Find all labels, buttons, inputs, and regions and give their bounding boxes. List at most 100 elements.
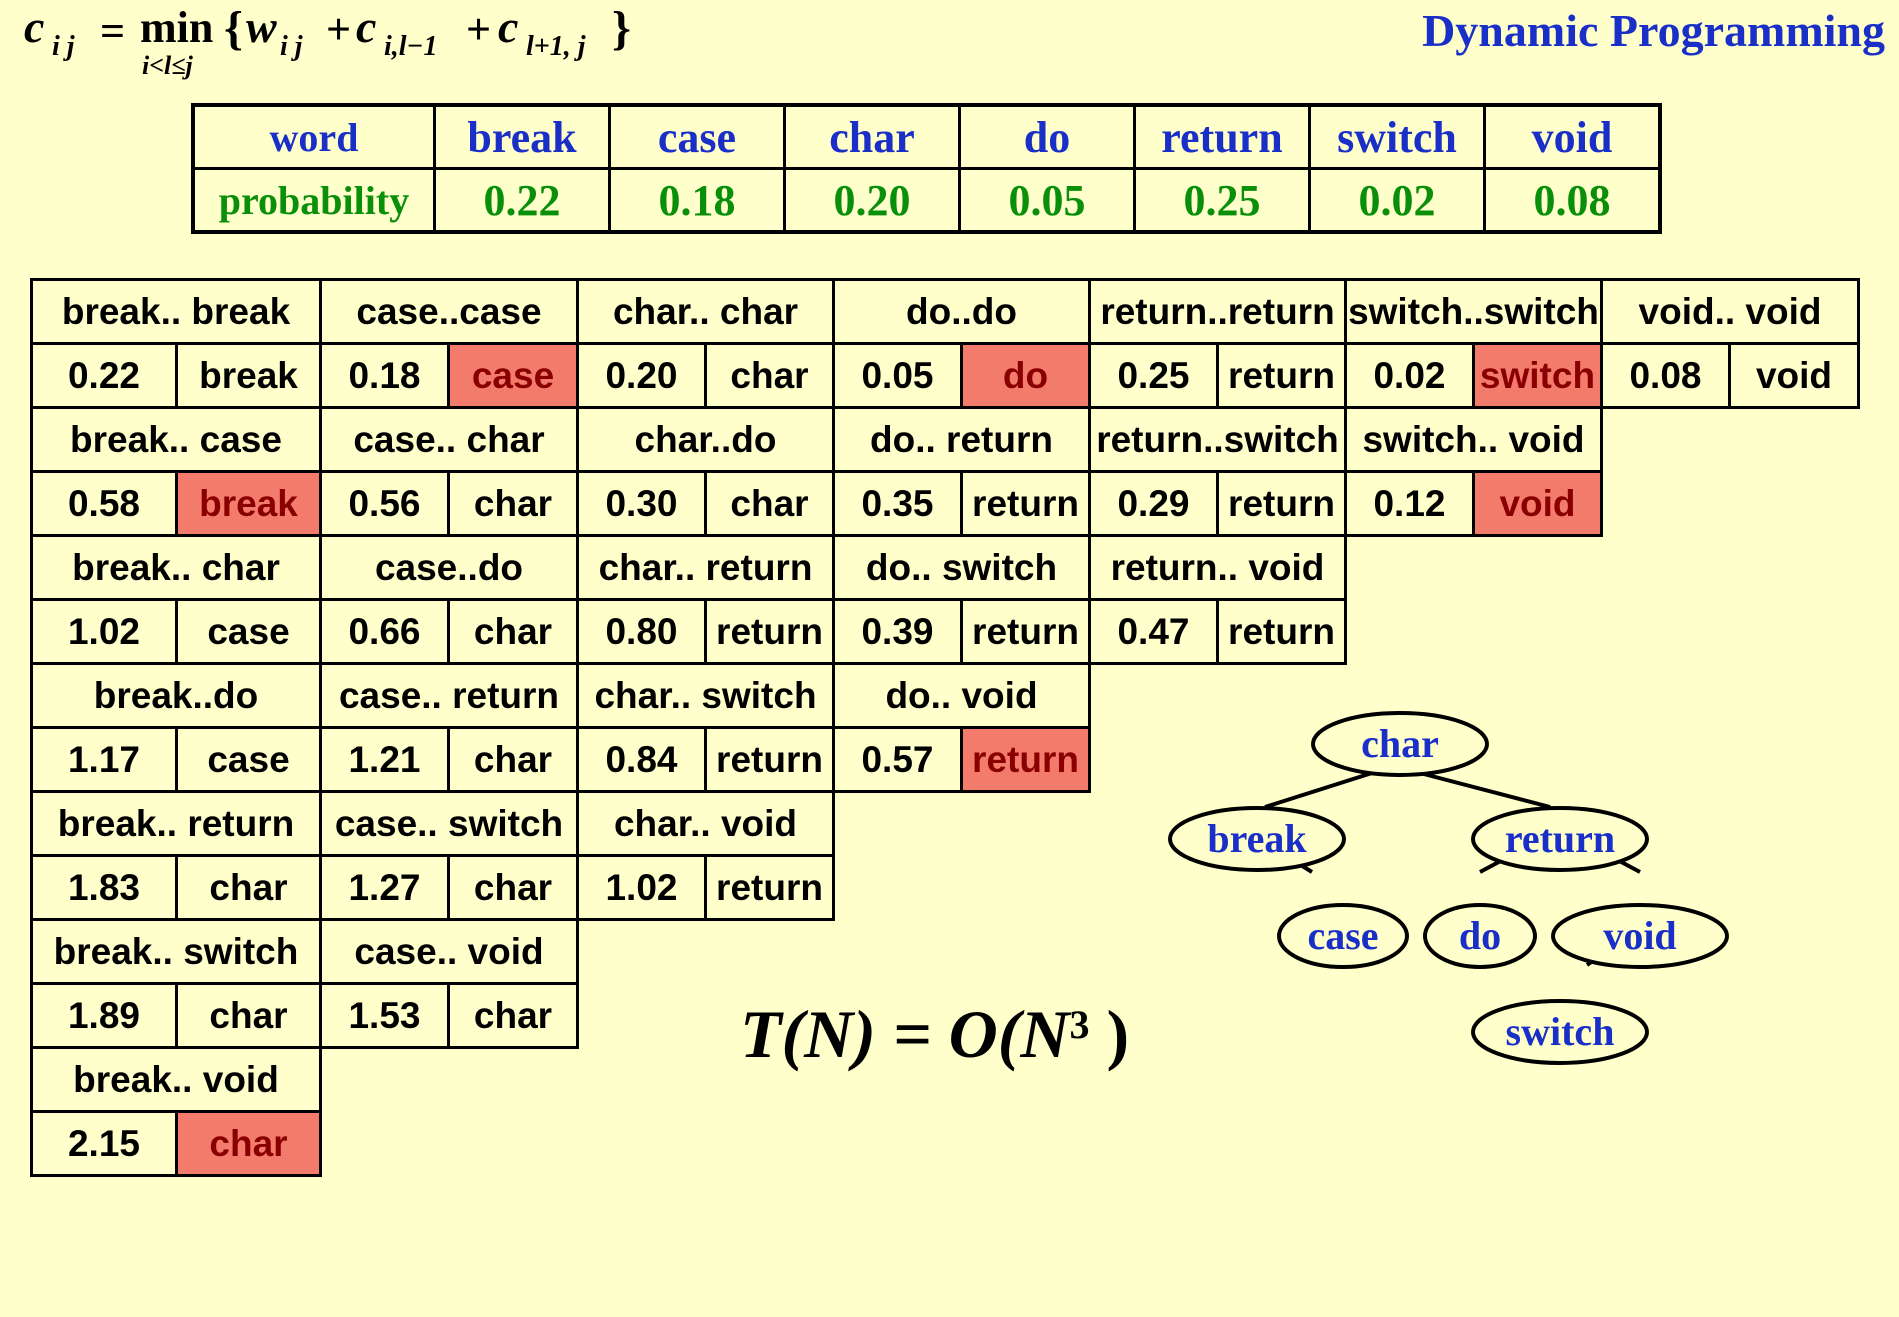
dp-root-cell: return <box>704 598 835 665</box>
dp-cost-cell: 2.15 <box>30 1110 178 1177</box>
tree-node-do <box>1423 903 1537 969</box>
dp-root-cell: char <box>447 470 579 537</box>
formula-c1-sub: i,l−1 <box>384 31 438 62</box>
dp-range-label: break..do <box>30 662 322 729</box>
dp-range-label: return.. void <box>1088 534 1347 601</box>
dp-cost-cell: 1.02 <box>576 854 707 921</box>
dp-cost-cell: 0.35 <box>832 470 963 537</box>
dp-cost-cell: 0.80 <box>576 598 707 665</box>
formula-min-sub: i<l≤j <box>142 51 194 80</box>
tree-node-switch <box>1471 999 1649 1065</box>
dp-range-label: char.. switch <box>576 662 835 729</box>
probability-cell: 0.05 <box>958 167 1136 234</box>
tree-node-case <box>1277 903 1409 969</box>
probability-cell: 0.02 <box>1308 167 1486 234</box>
dp-cost-cell: 0.29 <box>1088 470 1219 537</box>
dp-cost-cell: 0.12 <box>1344 470 1475 537</box>
complexity-exponent: 3 <box>1069 1002 1090 1047</box>
dp-cost-cell: 0.05 <box>832 342 963 409</box>
dp-cost-cell: 1.02 <box>30 598 178 665</box>
word-cell: char <box>783 103 961 170</box>
dp-range-label: do..do <box>832 278 1091 345</box>
formula-brace-open: { <box>224 2 243 55</box>
dp-root-cell: return <box>1216 342 1347 409</box>
dp-range-label: case.. char <box>319 406 579 473</box>
dp-range-label: char..do <box>576 406 835 473</box>
dp-root-cell: switch <box>1472 342 1603 409</box>
dp-root-cell: break <box>175 470 322 537</box>
dp-range-label: case.. switch <box>319 790 579 857</box>
probability-table: word break case char do return switch vo… <box>191 103 1662 234</box>
dp-range-label: break.. break <box>30 278 322 345</box>
dp-range-label: do.. switch <box>832 534 1091 601</box>
tree-node-return <box>1471 806 1649 872</box>
dp-cost-cell: 1.21 <box>319 726 450 793</box>
probability-cell: 0.18 <box>608 167 786 234</box>
dp-root-cell: void <box>1472 470 1603 537</box>
dp-range-label: case..do <box>319 534 579 601</box>
dp-cost-cell: 1.27 <box>319 854 450 921</box>
probability-cell: 0.22 <box>433 167 611 234</box>
dp-root-cell: char <box>175 854 322 921</box>
dp-root-cell: void <box>1728 342 1860 409</box>
dp-root-cell: char <box>175 1110 322 1177</box>
formula-plus-1: + <box>326 5 351 54</box>
tree-label-break: break <box>1207 816 1307 861</box>
dp-root-cell: char <box>175 982 322 1049</box>
tree-edge <box>1264 771 1373 809</box>
dp-range-label: do.. void <box>832 662 1091 729</box>
page-title: Dynamic Programming <box>1422 5 1885 56</box>
dp-cost-cell: 0.18 <box>319 342 450 409</box>
dp-range-label: switch..switch <box>1344 278 1603 345</box>
tree-edge <box>1419 771 1551 809</box>
word-header: word <box>191 103 436 170</box>
dp-root-cell: break <box>175 342 322 409</box>
tree-label-do: do <box>1459 913 1501 958</box>
complexity-formula: T(N) = O(N3 ) <box>740 995 1129 1074</box>
dp-root-cell: return <box>960 598 1091 665</box>
formula-c1: c <box>356 1 376 52</box>
dp-range-label: case..case <box>319 278 579 345</box>
probability-header: probability <box>191 167 436 234</box>
probability-cell: 0.25 <box>1133 167 1311 234</box>
dp-cost-cell: 1.83 <box>30 854 178 921</box>
dp-cost-cell: 0.56 <box>319 470 450 537</box>
dp-root-cell: case <box>175 726 322 793</box>
dp-root-cell: return <box>1216 598 1347 665</box>
dp-root-cell: char <box>447 854 579 921</box>
dp-cost-cell: 0.66 <box>319 598 450 665</box>
dp-root-cell: char <box>447 726 579 793</box>
tree-label-void: void <box>1603 913 1676 958</box>
dp-root-cell: return <box>960 726 1091 793</box>
dp-range-label: case.. return <box>319 662 579 729</box>
complexity-main: T(N) = O(N <box>740 996 1070 1072</box>
formula-c2: c <box>498 1 518 52</box>
dp-root-cell: do <box>960 342 1091 409</box>
formula-min: min <box>140 3 213 52</box>
dp-range-label: char.. void <box>576 790 835 857</box>
formula-eq: = <box>100 7 125 56</box>
dp-root-cell: return <box>1216 470 1347 537</box>
dp-cost-cell: 0.39 <box>832 598 963 665</box>
probability-row: probability 0.22 0.18 0.20 0.05 0.25 0.0… <box>191 167 1662 234</box>
complexity-close: ) <box>1089 996 1130 1072</box>
dp-cost-cell: 0.02 <box>1344 342 1475 409</box>
dp-cost-cell: 1.89 <box>30 982 178 1049</box>
dp-range-label: break.. return <box>30 790 322 857</box>
dp-root-cell: char <box>447 982 579 1049</box>
dp-root-cell: char <box>447 598 579 665</box>
formula-c2-sub: l+1, j <box>526 31 586 62</box>
tree-label-char: char <box>1361 721 1439 766</box>
dp-root-cell: case <box>447 342 579 409</box>
dp-range-label: char.. return <box>576 534 835 601</box>
optimal-bst-diagram: char break return case do void switch <box>1168 711 1729 1065</box>
dp-root-cell: return <box>960 470 1091 537</box>
dp-cost-cell: 0.20 <box>576 342 707 409</box>
dp-range-label: return..switch <box>1088 406 1347 473</box>
dp-range-label: void.. void <box>1600 278 1860 345</box>
word-cell: case <box>608 103 786 170</box>
word-cell: return <box>1133 103 1311 170</box>
dp-range-label: break.. void <box>30 1046 322 1113</box>
dp-range-label: switch.. void <box>1344 406 1603 473</box>
